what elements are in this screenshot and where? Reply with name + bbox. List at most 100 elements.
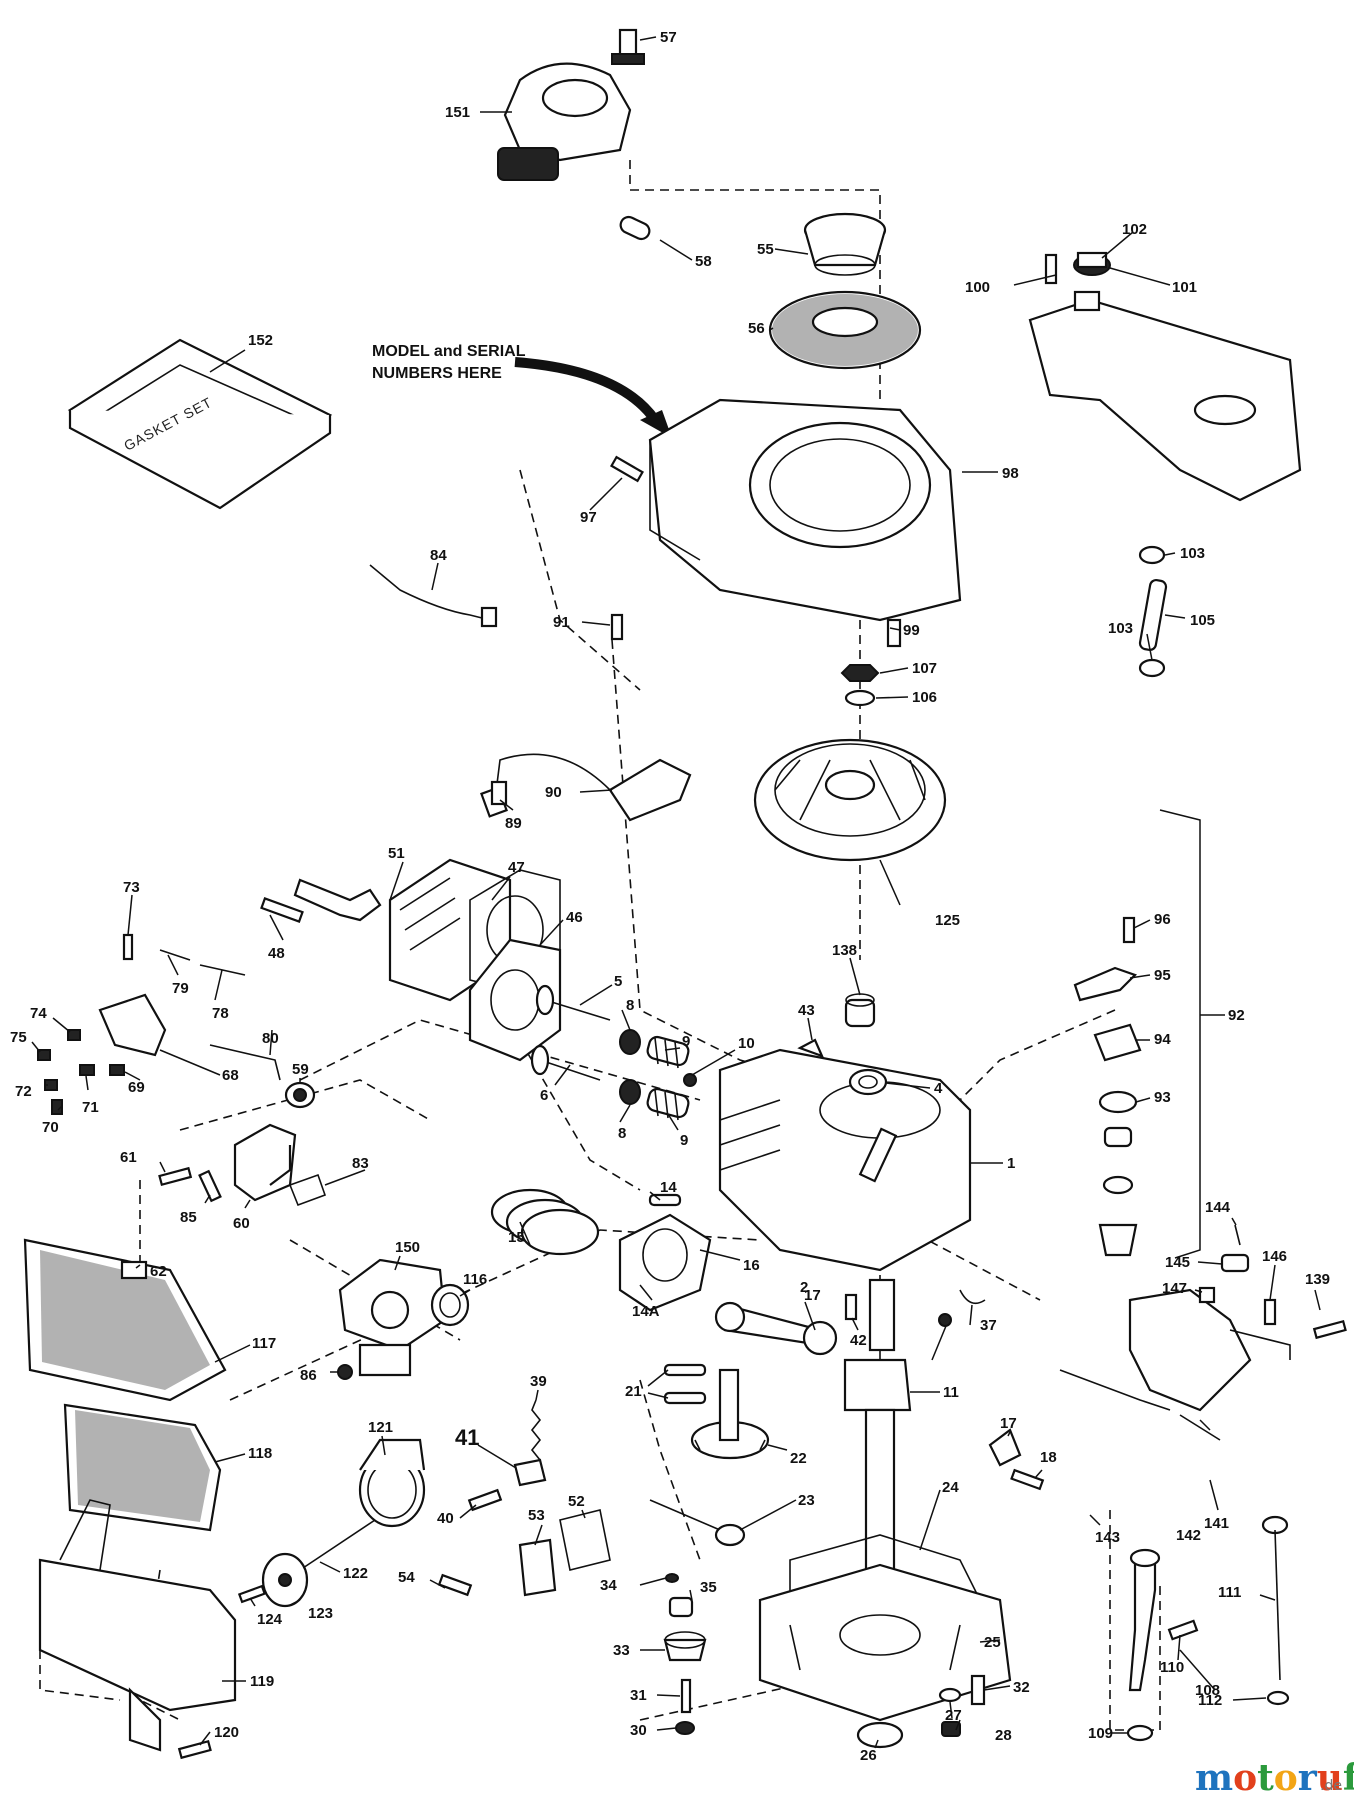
part-37-breather-tube: [959, 1289, 986, 1305]
callout-120: 120: [214, 1724, 239, 1741]
part-108-oil-fill-tube: [1128, 1548, 1161, 1692]
callout-103-upper: 103: [1180, 545, 1205, 562]
callout-117: 117: [252, 1335, 276, 1352]
part-23-governor-shaft: [649, 1499, 746, 1547]
watermark-letter-m: m: [1195, 1757, 1233, 1799]
callout-96: 96: [1154, 911, 1171, 928]
part-9-spring-lower: [646, 1087, 690, 1121]
part-71-spacer: [79, 1064, 95, 1076]
callout-68: 68: [222, 1067, 239, 1084]
callout-28: 28: [995, 1727, 1012, 1744]
part-123-muffler-shield: [261, 1552, 309, 1608]
part-43-clip: [797, 1038, 825, 1058]
watermark-text: motoruf: [1195, 1757, 1354, 1799]
part-25-oil-sump: [758, 1563, 1012, 1722]
part-93-grommet: [1103, 1126, 1133, 1148]
part-103-clamp-upper: [1138, 545, 1166, 565]
callout-111: 111: [1218, 1584, 1241, 1601]
callout-121: 121: [368, 1419, 393, 1436]
callout-116: 116: [463, 1271, 487, 1288]
callout-30: 30: [630, 1722, 647, 1739]
part-109-o-ring: [1126, 1724, 1154, 1742]
callout-2: 2: [800, 1279, 808, 1296]
part-61-screw: [158, 1166, 193, 1187]
callout-35: 35: [700, 1579, 717, 1596]
part-78-spring: [199, 964, 246, 976]
callout-40: 40: [437, 1510, 454, 1527]
part-119-air-cleaner-base: [38, 1499, 237, 1752]
callout-34: 34: [600, 1577, 617, 1594]
callout-84: 84: [430, 547, 447, 564]
part-96-screw: [1122, 916, 1136, 944]
part-75-screw: [37, 1049, 51, 1061]
callout-75: 75: [10, 1029, 27, 1046]
part-79-link: [159, 949, 191, 961]
callout-102: 102: [1122, 221, 1147, 238]
callout-17-clip: 17: [1000, 1415, 1017, 1432]
callout-53: 53: [528, 1507, 545, 1524]
part-28-plug: [941, 1721, 961, 1737]
callout-110: 110: [1160, 1659, 1184, 1676]
callout-95: 95: [1154, 967, 1171, 984]
part-53-breather: [518, 1538, 557, 1597]
part-number-callouts: 57 151 58 55 56 152 98 97 84 100 102 101…: [10, 29, 1330, 1764]
part-92-oil-fill-cup: [1098, 1223, 1138, 1257]
callout-142: 142: [1176, 1527, 1201, 1544]
callout-10: 10: [738, 1035, 755, 1052]
part-26-oil-seal: [856, 1721, 904, 1749]
part-58-clip: [619, 215, 651, 241]
part-38-plug: [938, 1313, 952, 1327]
part-89-spark-plug-boot: [490, 780, 508, 806]
callout-11: 11: [943, 1384, 959, 1401]
callout-147: 147: [1162, 1280, 1187, 1297]
part-99-screw: [886, 618, 902, 648]
callout-79: 79: [172, 980, 189, 997]
part-18-screw: [1010, 1468, 1045, 1491]
part-93-seal: [1098, 1090, 1138, 1114]
callout-41: 41: [455, 1425, 479, 1450]
callout-56: 56: [748, 320, 765, 337]
callout-151: 151: [445, 104, 470, 121]
part-111-dipstick: [1261, 1515, 1289, 1681]
part-106-washer: [844, 689, 876, 707]
watermark-letter-o: o: [1233, 1757, 1257, 1799]
part-33-governor-gear: [663, 1631, 707, 1662]
part-116-gasket: [430, 1283, 470, 1327]
part-17-connecting-rod: [714, 1301, 838, 1356]
callout-107: 107: [912, 660, 937, 677]
callout-83: 83: [352, 1155, 369, 1172]
callout-33: 33: [613, 1642, 630, 1659]
callout-4: 4: [934, 1080, 943, 1097]
callout-119: 119: [250, 1673, 274, 1690]
part-11-crankshaft: [843, 1278, 912, 1592]
callout-89: 89: [505, 815, 522, 832]
watermark-letter-f: f: [1343, 1757, 1354, 1799]
callout-138: 138: [832, 942, 857, 959]
watermark-letter-t: t: [1257, 1757, 1274, 1799]
callout-145: 145: [1165, 1254, 1190, 1271]
callout-99: 99: [903, 622, 920, 639]
callout-21: 21: [625, 1383, 642, 1400]
callout-105: 105: [1190, 612, 1215, 629]
part-117-air-filter-cover: [23, 1238, 227, 1402]
part-1-cylinder-block: [718, 1048, 972, 1272]
part-94-gasket: [1093, 1023, 1142, 1062]
part-22-camshaft: [690, 1368, 770, 1460]
part-27-washer: [938, 1687, 962, 1703]
callout-97: 97: [580, 509, 597, 526]
callout-51: 51: [388, 845, 405, 862]
callout-31: 31: [630, 1687, 647, 1704]
callout-32: 32: [1013, 1679, 1030, 1696]
watermark-suffix: .de: [1320, 1778, 1342, 1794]
callout-9-upper: 9: [682, 1033, 690, 1050]
watermark-logo: motoruf .de: [1195, 1757, 1354, 1799]
callout-46: 46: [566, 909, 583, 926]
callout-24: 24: [942, 1479, 959, 1496]
model-serial-note: MODEL and SERIAL NUMBERS HERE: [372, 343, 672, 438]
callout-55: 55: [757, 241, 774, 258]
part-74-nut: [67, 1029, 81, 1041]
callout-103-lower: 103: [1108, 620, 1133, 637]
callout-78: 78: [212, 1005, 229, 1022]
callout-48: 48: [268, 945, 285, 962]
